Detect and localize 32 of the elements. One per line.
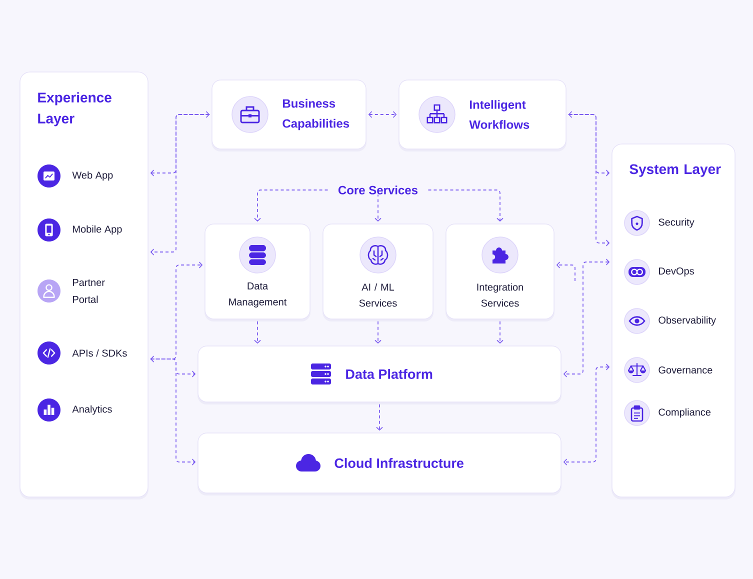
item-label: Mobile App: [73, 225, 122, 235]
arrow: [254, 320, 261, 344]
arrow: [568, 114, 610, 246]
service-card: Business Capabilities: [212, 80, 366, 152]
item-label: Web App: [72, 171, 113, 181]
platform-card: Data Platform: [198, 346, 562, 404]
item-label: DevOps: [659, 267, 694, 277]
arrow: [374, 194, 382, 222]
section-label: Core Services: [338, 186, 418, 194]
arrow: [563, 364, 610, 466]
item-label: Observability: [658, 316, 716, 326]
item-label: Compliance: [658, 408, 711, 418]
service-card: Intelligent Workflows: [398, 80, 566, 152]
item-label: Governance: [658, 366, 712, 374]
arrow: [150, 111, 210, 176]
arrow: [150, 262, 203, 362]
arrow: [150, 114, 210, 256]
arrow: [556, 262, 576, 282]
arrow: [254, 190, 328, 222]
arrow: [496, 320, 504, 344]
arrow: [368, 111, 397, 118]
arrow: [150, 358, 196, 466]
arrow: [568, 111, 610, 176]
arrow: [428, 190, 504, 222]
arrow: [374, 320, 382, 344]
platform-card: Cloud Infrastructure: [198, 432, 562, 496]
item-label: Security: [658, 218, 694, 228]
item-label: Partner Portal: [73, 279, 105, 303]
item-label: APIs / SDKs: [72, 349, 127, 357]
arrow: [563, 258, 610, 378]
item-label: Analytics: [72, 405, 112, 415]
arrow: [376, 404, 383, 431]
